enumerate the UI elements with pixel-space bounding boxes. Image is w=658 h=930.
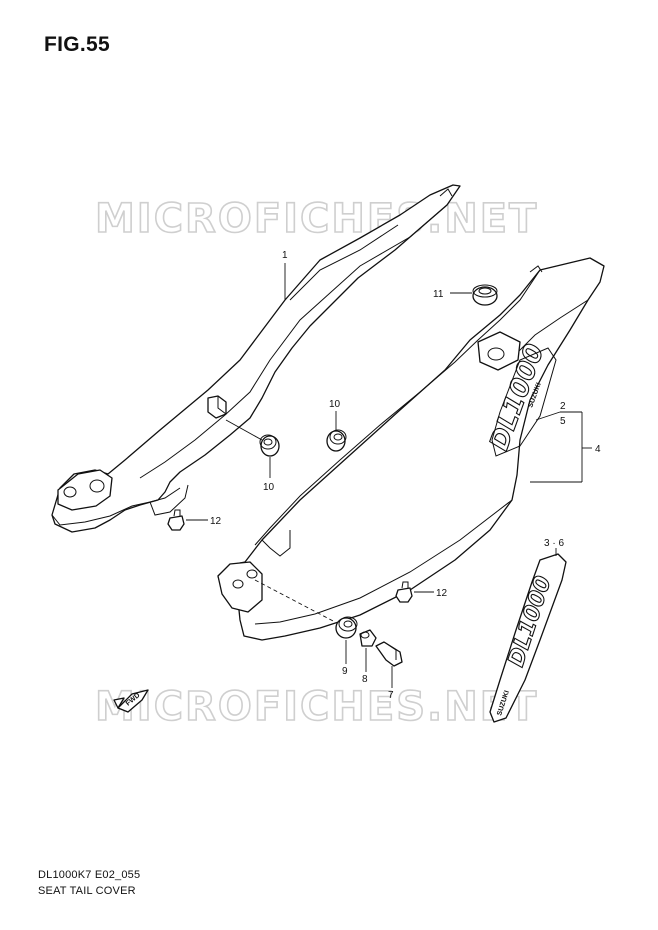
callout-9: 9 [342, 666, 348, 677]
callout-bracket-2-5-4 [530, 411, 592, 483]
part-8-collar [359, 629, 377, 672]
callout-12-right: 12 [436, 588, 448, 599]
callout-10-center: 10 [329, 399, 341, 410]
callout-3-6: 3 · 6 [544, 538, 564, 549]
callout-4: 4 [595, 444, 601, 455]
callout-1: 1 [282, 250, 288, 261]
figure-caption: SEAT TAIL COVER [38, 885, 136, 897]
callout-2: 2 [560, 401, 566, 412]
callout-5: 5 [560, 416, 566, 427]
callout-8: 8 [362, 674, 368, 685]
part-10-grommet-left [225, 419, 280, 478]
callout-12-left: 12 [210, 516, 222, 527]
figure-title: FIG.55 [44, 33, 110, 56]
watermark-bottom: MICROFICHES.NET [95, 684, 538, 730]
part-12-clip-left [167, 509, 208, 531]
figure-code: DL1000K7 E02_055 [38, 869, 141, 881]
part-12-clip-right [395, 581, 434, 603]
part-10-grommet-center [326, 411, 347, 452]
callout-10-left: 10 [263, 482, 275, 493]
watermark-top: MICROFICHES.NET [95, 196, 538, 242]
callout-11: 11 [433, 289, 444, 300]
decal-dl1000-logo: DL1000 [504, 573, 557, 670]
callout-7: 7 [388, 690, 394, 701]
part-9-grommet [335, 616, 358, 664]
part-7-screw [375, 641, 403, 688]
part-11-grommet [450, 284, 498, 306]
part-1-inner-cover [51, 184, 461, 533]
